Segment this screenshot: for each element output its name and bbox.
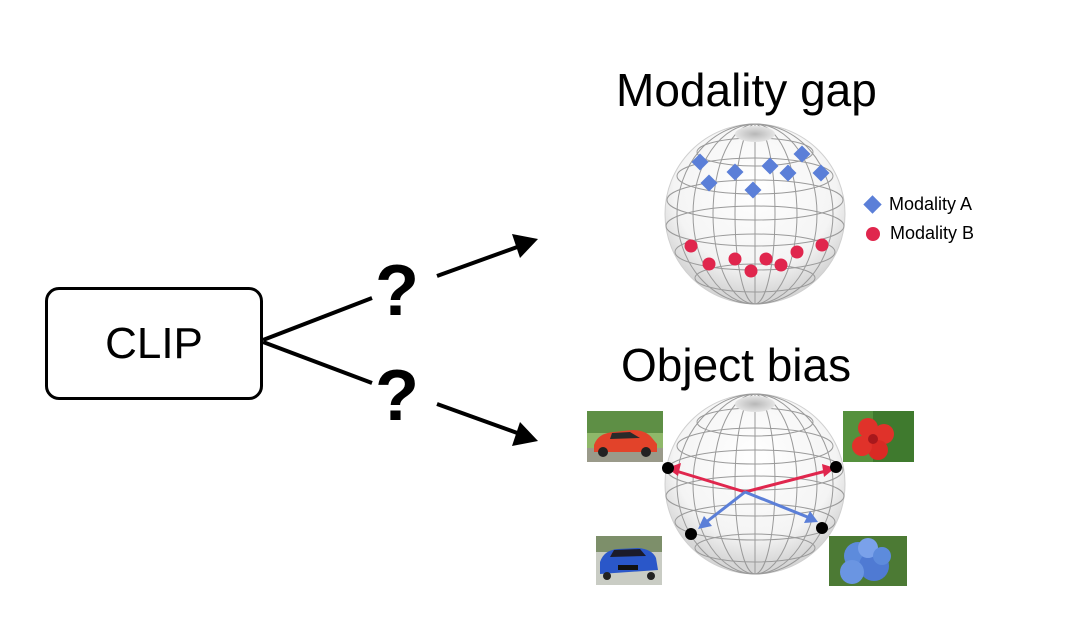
modality-a-point	[761, 157, 779, 175]
red-arrow-right	[744, 469, 827, 494]
object-bias-title: Object bias	[621, 339, 852, 391]
legend-item-modality-a: Modality A	[863, 194, 973, 215]
arrow-to-modality-gap	[436, 244, 521, 278]
legend-label: Modality A	[889, 194, 973, 214]
modality-b-point	[684, 239, 698, 253]
arrow-head-top	[512, 234, 538, 258]
modality-a-point	[744, 181, 762, 199]
red-arrow-left	[675, 469, 746, 494]
blue-arrow-right	[744, 490, 811, 520]
clip-label: CLIP	[105, 318, 203, 368]
modality-b-point	[744, 264, 758, 278]
diamond-marker-icon	[863, 195, 882, 214]
blue-arrow-left	[704, 490, 746, 525]
sphere-modality-gap	[664, 123, 846, 305]
modality-b-points	[684, 238, 829, 278]
modality-a-point	[793, 145, 811, 163]
red-arrowhead-left	[667, 463, 681, 476]
modality-a-point	[779, 164, 797, 182]
modality-a-point	[700, 174, 718, 192]
blue-arrowhead-left	[698, 516, 712, 529]
question-mark-top: ?	[375, 251, 419, 331]
modality-a-point	[812, 164, 830, 182]
endpoint-dot	[816, 522, 828, 534]
arrow-to-object-bias	[436, 402, 521, 436]
red-car-image	[587, 411, 663, 462]
circle-marker-icon	[866, 226, 880, 241]
object-bias-endpoints	[662, 461, 842, 540]
modality-b-point	[728, 252, 742, 266]
modality-gap-title: Modality gap	[616, 64, 877, 116]
modality-a-point	[726, 163, 744, 181]
blue-arrowhead-right	[804, 511, 818, 523]
question-mark-bottom: ?	[375, 356, 419, 436]
modality-b-point	[702, 257, 716, 271]
connector-to-bottom-question	[262, 340, 373, 385]
modality-b-point	[790, 245, 804, 259]
modality-a-points	[691, 145, 830, 199]
endpoint-dot	[685, 528, 697, 540]
red-flower-image	[843, 411, 914, 462]
connector-to-top-question	[262, 296, 373, 342]
arrow-head-bottom	[512, 422, 538, 446]
modality-a-point	[691, 153, 709, 171]
endpoint-dot	[662, 462, 674, 474]
modality-b-point	[774, 258, 788, 272]
modality-b-point	[815, 238, 829, 252]
legend-item-modality-b: Modality B	[866, 223, 974, 244]
sphere-object-bias	[664, 393, 846, 575]
blue-flower-image	[829, 536, 907, 586]
legend-label: Modality B	[890, 223, 975, 243]
modality-b-point	[759, 252, 773, 266]
blue-car-image	[596, 536, 662, 585]
endpoint-dot	[830, 461, 842, 473]
clip-box: CLIP	[45, 287, 263, 400]
